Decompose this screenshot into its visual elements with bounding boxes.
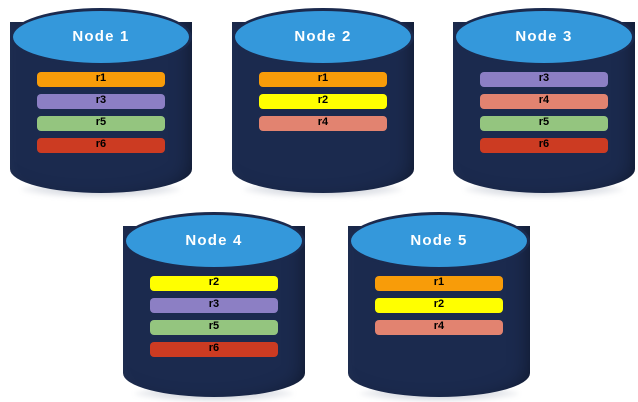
replica-bar[interactable]: r6 (150, 342, 278, 357)
database-node-cylinder[interactable]: r1 r3 r5 r6 Node 1 (10, 8, 192, 198)
replica-bar[interactable]: r1 (37, 72, 165, 87)
replica-label: r6 (95, 138, 107, 150)
cylinder-top-lid: Node 4 (123, 212, 305, 270)
replica-label: r4 (317, 116, 329, 128)
replica-label: r1 (95, 72, 107, 84)
replica-label: r1 (433, 276, 445, 288)
replica-bar[interactable]: r1 (375, 276, 503, 291)
replica-label: r3 (95, 94, 107, 106)
replica-list: r1 r3 r5 r6 (10, 66, 192, 153)
node-title: Node 2 (294, 27, 352, 45)
replica-bar[interactable]: r4 (259, 116, 387, 131)
replica-list: r1 r2 r4 (232, 66, 414, 131)
replica-label: r5 (95, 116, 107, 128)
replica-list: r2 r3 r5 r6 (123, 270, 305, 357)
replica-label: r3 (538, 72, 550, 84)
node-title: Node 4 (185, 231, 243, 249)
replica-label: r2 (208, 276, 220, 288)
replica-bar[interactable]: r2 (375, 298, 503, 313)
node-title: Node 5 (410, 231, 468, 249)
replica-bar[interactable]: r6 (37, 138, 165, 153)
replica-bar[interactable]: r2 (150, 276, 278, 291)
cylinder-top-lid: Node 2 (232, 8, 414, 66)
database-node-cylinder[interactable]: r1 r2 r4 Node 2 (232, 8, 414, 198)
replica-bar[interactable]: r4 (480, 94, 608, 109)
replica-bar[interactable]: r3 (37, 94, 165, 109)
database-node-cylinder[interactable]: r2 r3 r5 r6 Node 4 (123, 212, 305, 402)
replica-list: r1 r2 r4 (348, 270, 530, 335)
replica-bar[interactable]: r5 (37, 116, 165, 131)
cylinder-top-lid: Node 5 (348, 212, 530, 270)
replica-label: r1 (317, 72, 329, 84)
replica-label: r2 (317, 94, 329, 106)
node-title: Node 3 (515, 27, 573, 45)
replica-bar[interactable]: r3 (150, 298, 278, 313)
cylinder-top-lid: Node 3 (453, 8, 635, 66)
replica-label: r5 (538, 116, 550, 128)
replica-bar[interactable]: r6 (480, 138, 608, 153)
replica-label: r3 (208, 298, 220, 310)
database-node-cylinder[interactable]: r3 r4 r5 r6 Node 3 (453, 8, 635, 198)
replica-label: r5 (208, 320, 220, 332)
replica-bar[interactable]: r5 (150, 320, 278, 335)
replica-label: r6 (538, 138, 550, 150)
node-title: Node 1 (72, 27, 130, 45)
replica-bar[interactable]: r2 (259, 94, 387, 109)
replica-bar[interactable]: r3 (480, 72, 608, 87)
replica-label: r2 (433, 298, 445, 310)
replica-list: r3 r4 r5 r6 (453, 66, 635, 153)
replica-bar[interactable]: r4 (375, 320, 503, 335)
replica-bar[interactable]: r1 (259, 72, 387, 87)
replica-label: r4 (538, 94, 550, 106)
replica-label: r4 (433, 320, 445, 332)
replica-bar[interactable]: r5 (480, 116, 608, 131)
cylinder-top-lid: Node 1 (10, 8, 192, 66)
database-node-cylinder[interactable]: r1 r2 r4 Node 5 (348, 212, 530, 402)
replica-label: r6 (208, 342, 220, 354)
